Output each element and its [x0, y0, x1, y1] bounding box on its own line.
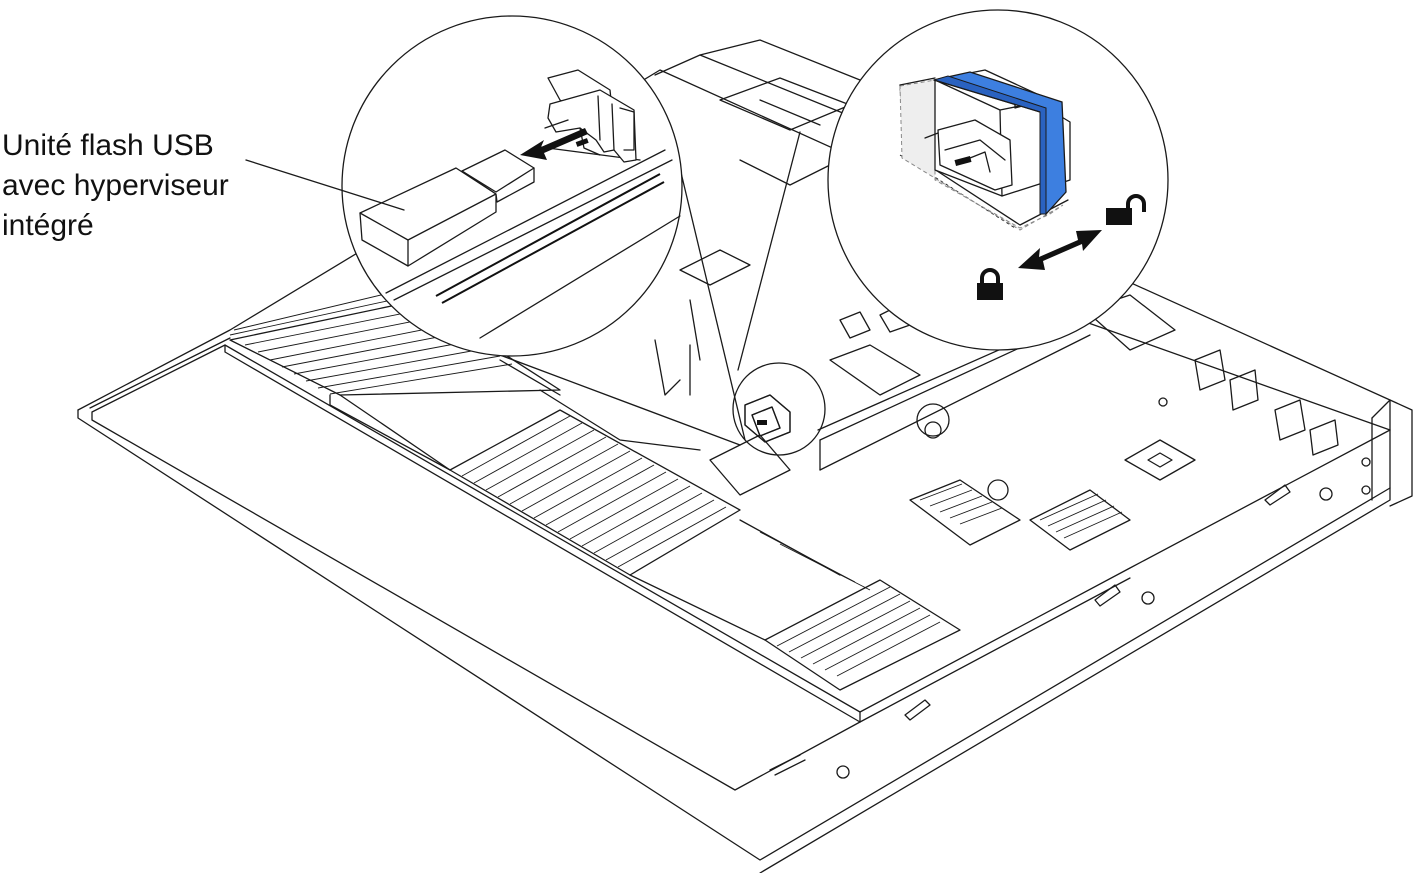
double-arrow-icon — [1018, 230, 1102, 270]
fan-area — [654, 39, 861, 396]
zoom-circle-latch — [827, 9, 1169, 351]
dimm-bank-middle — [329, 394, 741, 576]
callout-line-2: avec hyperviseur — [2, 169, 229, 202]
lock-open-icon — [1106, 194, 1146, 225]
usb-flash-drive — [359, 149, 535, 267]
dimm-bank-lower — [629, 519, 961, 691]
callout-leader — [245, 159, 405, 211]
lock-closed-icon — [977, 268, 1003, 300]
callout-line-3: intégré — [2, 209, 94, 242]
arrow-left-icon — [520, 128, 588, 160]
pci-slot — [909, 479, 1021, 546]
zoom-circle-removal — [341, 15, 683, 357]
blue-latch — [932, 71, 1067, 216]
heatsink — [1029, 489, 1131, 551]
zoom-target — [459, 131, 1063, 456]
callout-line-1: Unité flash USB — [2, 129, 214, 162]
server-chassis — [77, 39, 1413, 873]
callout-usb-flash: Unité flash USB avec hyperviseur intégré — [2, 126, 229, 246]
standoff — [916, 403, 950, 437]
usb-connector — [544, 69, 637, 163]
front-rail — [769, 429, 1391, 779]
chipset — [1124, 439, 1196, 481]
